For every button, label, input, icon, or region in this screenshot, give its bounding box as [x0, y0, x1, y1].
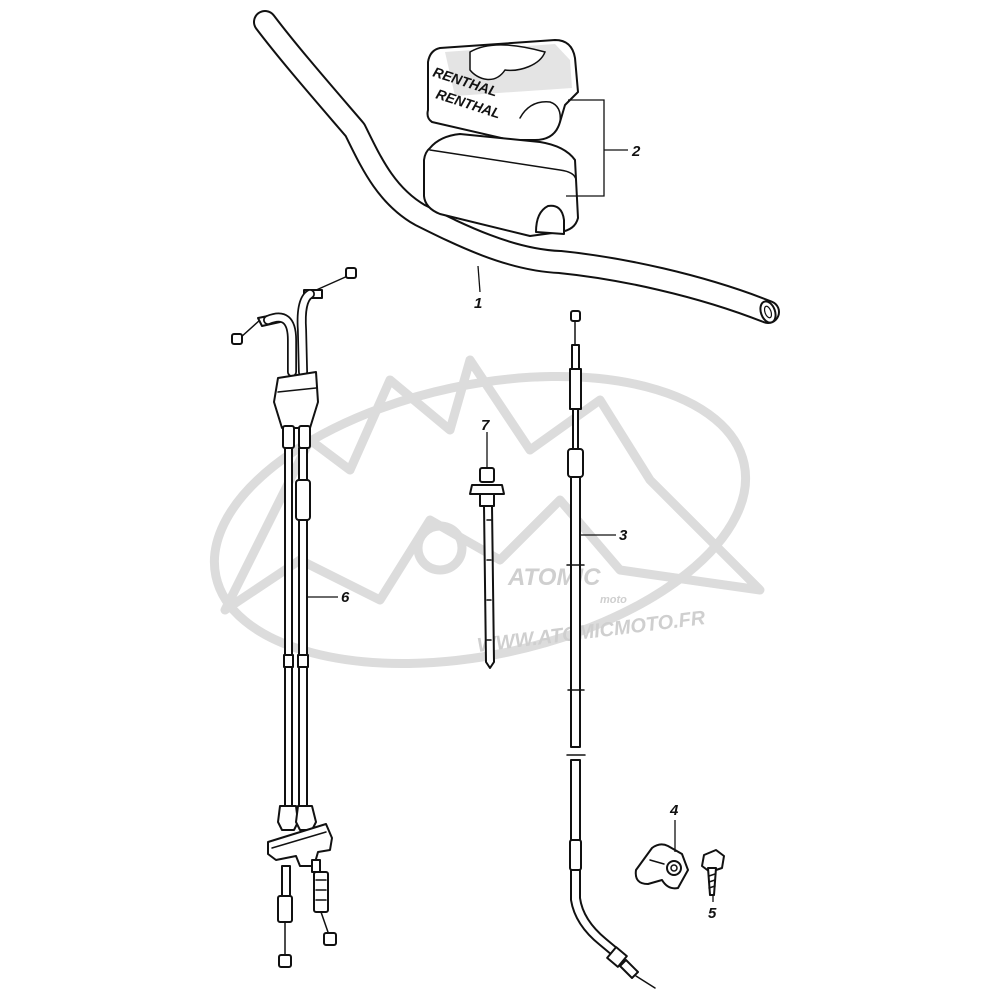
callout-3: 3	[619, 527, 628, 544]
callout-6: 6	[341, 589, 350, 606]
handlebar	[253, 10, 780, 324]
watermark-logo-subtext: moto	[600, 594, 627, 606]
cable-clamp	[634, 843, 689, 890]
watermark-mountain	[220, 355, 765, 615]
leader-line-1	[477, 265, 481, 293]
bar-pad-cover: RENTHAL RENTHAL	[426, 39, 579, 141]
callouts: 1 2 3 4 5 6 7	[307, 99, 717, 922]
throttle-cable-set	[231, 267, 357, 968]
watermark-ellipse	[209, 372, 751, 668]
callout-1: 1	[474, 295, 482, 312]
bracket-2	[566, 99, 605, 197]
cable-tie	[469, 467, 505, 669]
watermark-logo-text: ATOMIC	[507, 564, 601, 591]
bolt	[701, 849, 725, 896]
callout-7: 7	[481, 417, 490, 434]
clutch-cable	[566, 310, 656, 989]
watermark-url-text: WWW.ATOMICMOTO.FR	[476, 607, 707, 657]
watermark-circle	[413, 521, 467, 575]
callout-4: 4	[669, 802, 679, 819]
callout-5: 5	[708, 905, 717, 922]
bar-pad-set: RENTHAL RENTHAL	[423, 39, 579, 237]
bar-pad-foam	[423, 133, 579, 237]
callout-2: 2	[631, 143, 641, 160]
